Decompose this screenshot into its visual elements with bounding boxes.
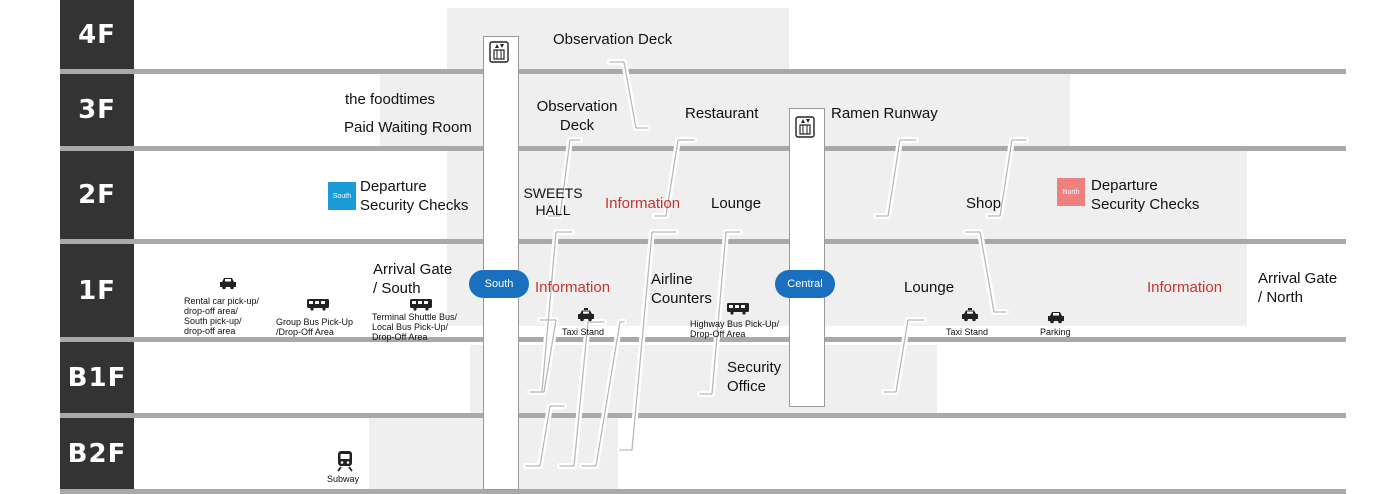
taxi-stand-south-label: Taxi Stand	[562, 327, 605, 337]
taxi-stand-north-label: Taxi Stand	[946, 327, 989, 337]
car-icon	[219, 276, 237, 290]
floor-label-b2f: B2F	[60, 418, 134, 489]
divider-4f-3f	[60, 69, 1346, 74]
rental-car-label: Rental car pick-up/ drop-off area/ South…	[184, 296, 260, 336]
south-elevator-shaft	[483, 36, 519, 490]
information-1f-south: Information	[535, 279, 611, 296]
information-2f: Information	[605, 195, 681, 212]
foodtimes-label: the foodtimes	[345, 91, 436, 108]
observation-deck-3f: Observation Deck	[536, 98, 618, 134]
restaurant-label: Restaurant	[685, 105, 759, 122]
taxi-icon	[577, 308, 595, 322]
lounge-2f-label: Lounge	[711, 195, 762, 212]
floor-label-4f: 4F	[60, 0, 134, 69]
elevator-icon	[489, 41, 509, 63]
floor-label-2f: 2F	[60, 151, 134, 239]
south-security-tag: South	[328, 182, 356, 210]
subway-label: Subway	[327, 474, 360, 484]
south-elevator-badge[interactable]: South	[469, 270, 529, 298]
taxi-icon	[961, 308, 979, 322]
central-elevator-badge[interactable]: Central	[775, 270, 835, 298]
observation-deck-4f: Observation Deck	[553, 31, 673, 48]
security-office-label: Security Office	[727, 359, 782, 395]
car-icon	[1047, 310, 1065, 324]
ramen-runway-label: Ramen Runway	[831, 105, 938, 122]
zone-1f	[447, 244, 1247, 326]
floor-label-3f: 3F	[60, 74, 134, 146]
paid-waiting-room-label: Paid Waiting Room	[344, 119, 472, 136]
arrival-gate-north-label: Arrival Gate / North	[1258, 270, 1338, 306]
divider-bottom	[60, 489, 1346, 494]
north-security-tag: North	[1057, 178, 1085, 206]
central-elevator-shaft	[789, 108, 825, 407]
floor-label-1f: 1F	[60, 244, 134, 337]
south-security-label: Departure Security Checks	[360, 178, 469, 214]
divider-1f-b1f	[60, 337, 1346, 342]
zone-2f	[447, 151, 1247, 239]
parking-label: Parking	[1040, 327, 1071, 337]
north-security-label: Departure Security Checks	[1091, 177, 1200, 213]
divider-2f-1f	[60, 239, 1346, 244]
bus-icon	[307, 299, 329, 311]
bus-icon	[727, 303, 749, 315]
shop-label: Shop	[966, 195, 1002, 212]
highway-bus-label: Highway Bus Pick-Up/ Drop-Off Area	[690, 319, 780, 339]
terminal-shuttle-label: Terminal Shuttle Bus/ Local Bus Pick-Up/…	[372, 312, 458, 342]
airline-counters-label: Airline Counters	[651, 271, 712, 307]
bus-icon	[410, 299, 432, 311]
arrival-gate-south-label: Arrival Gate / South	[373, 261, 453, 297]
train-icon	[336, 450, 354, 472]
divider-b1f-b2f	[60, 413, 1346, 418]
elevator-icon	[795, 116, 815, 138]
divider-3f-2f	[60, 146, 1346, 151]
information-1f-north: Information	[1147, 279, 1223, 296]
lounge-1f-label: Lounge	[904, 279, 955, 296]
floor-label-b1f: B1F	[60, 342, 134, 413]
sweets-hall-label: SWEETS HALL	[523, 185, 583, 218]
group-bus-label: Group Bus Pick-Up /Drop-Off Area	[276, 317, 354, 337]
